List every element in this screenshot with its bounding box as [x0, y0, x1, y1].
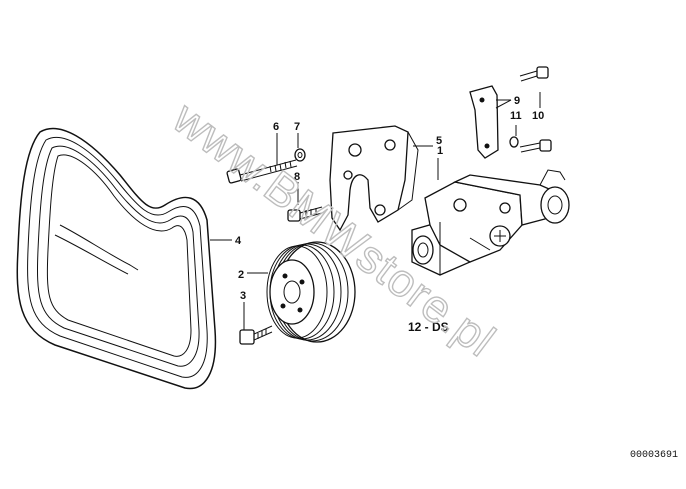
callout-1: 1	[437, 145, 443, 157]
callout-2: 2	[238, 269, 244, 281]
callout-4: 4	[235, 235, 242, 247]
holder-plate	[469, 85, 499, 159]
leader-lines	[210, 92, 541, 330]
document-number: 00003691	[630, 450, 678, 461]
long-bolt	[226, 159, 298, 184]
pulley	[266, 241, 356, 343]
callout-7: 7	[294, 121, 300, 133]
callout-9: 9	[514, 95, 520, 107]
callout-5: 5	[436, 135, 442, 147]
bracket	[329, 125, 419, 232]
group-code: 12 - DS	[408, 320, 449, 334]
v-ribbed-belt	[16, 127, 217, 390]
callout-10: 10	[532, 110, 544, 122]
callout-labels: 1 2 3 4 5 6 7 8 9 10 11	[235, 95, 544, 302]
callout-8: 8	[294, 171, 300, 183]
holder-washer	[509, 136, 519, 148]
callout-11: 11	[510, 110, 522, 122]
washer	[294, 148, 306, 162]
holder-bolt	[519, 66, 552, 153]
callout-3: 3	[240, 290, 246, 302]
callout-6: 6	[273, 121, 279, 133]
bracket-bolt	[287, 206, 323, 222]
pulley-bolt	[239, 325, 273, 345]
pump	[411, 169, 570, 276]
